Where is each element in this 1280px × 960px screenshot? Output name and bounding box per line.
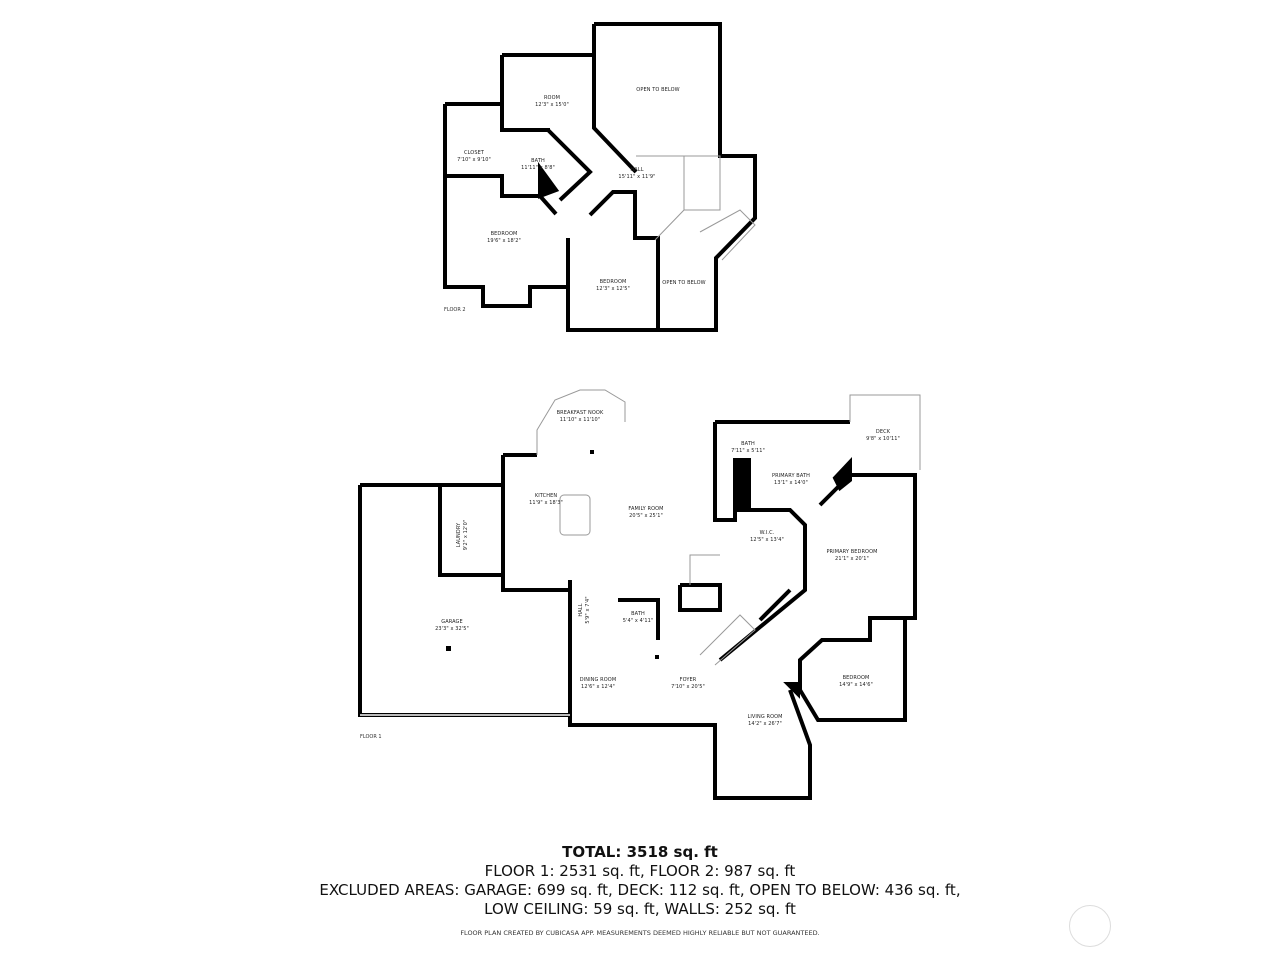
watermark-logo [1069,905,1111,947]
fixtures [446,450,659,659]
floor-areas: FLOOR 1: 2531 sq. ft, FLOOR 2: 987 sq. f… [484,862,796,880]
floor-1-label: FLOOR 1 [360,734,382,740]
floor-2-walls [443,22,757,332]
room-label: OPEN TO BELOW [636,87,680,93]
excluded-areas: EXCLUDED AREAS: GARAGE: 699 sq. ft, DECK… [319,881,961,899]
total-area: TOTAL: 3518 sq. ft [562,843,718,861]
room-label: OPEN TO BELOW [662,280,706,286]
floor-1-thin-lines [360,389,921,716]
disclaimer: FLOOR PLAN CREATED BY CUBICASA APP. MEAS… [460,929,820,937]
floor-1-walls [358,420,917,800]
area-summary: TOTAL: 3518 sq. ft FLOOR 1: 2531 sq. ft,… [0,843,1280,919]
floor-2-label: FLOOR 2 [444,307,466,313]
floor-2-thin-lines [636,155,756,261]
room-label: W.I.C.12'5" x 13'4" [750,530,784,543]
excluded-areas-cont: LOW CEILING: 59 sq. ft, WALLS: 252 sq. f… [484,900,796,918]
